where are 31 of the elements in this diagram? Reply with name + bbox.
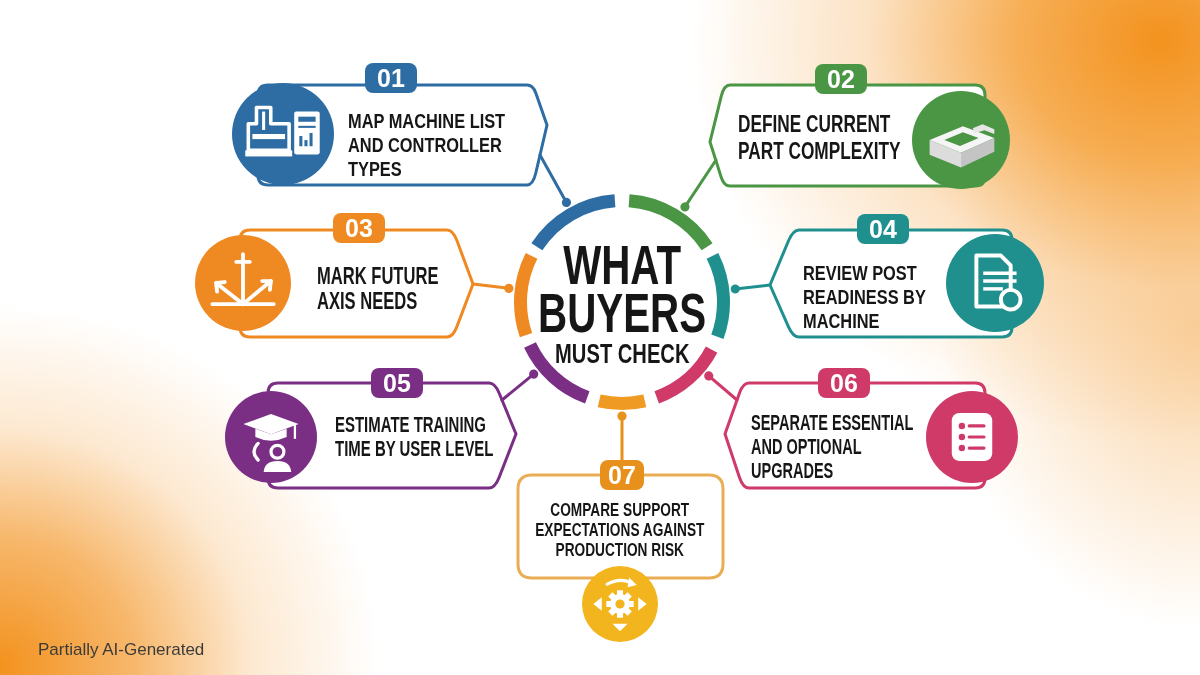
step-text: MARK FUTURE AXIS NEEDS [317,264,440,314]
step-number-badge: 01 [365,63,417,93]
connector-line [471,282,514,293]
step-number-badge: 07 [600,460,644,490]
connector-line [680,158,718,212]
step-text: REVIEW POST READINESS BY MACHINE [803,261,927,333]
step-card [193,211,475,339]
step-number-badge: 03 [333,213,385,243]
step-card [768,212,1046,339]
connector-line [538,153,572,208]
step-text: DEFINE CURRENT PART COMPLEXITY [738,111,902,165]
hub-heading: WHAT BUYERS [536,241,707,337]
step-text: MAP MACHINE LIST AND CONTROLLER TYPES [348,109,507,181]
step-card [230,61,549,187]
step-card [223,366,518,490]
step-text: ESTIMATE TRAINING TIME BY USER LEVEL [335,413,495,461]
step-number-badge: 06 [818,368,870,398]
connector-line [500,369,539,402]
hub-subheading: MUST CHECK [553,339,691,369]
step-card [516,458,725,644]
step-number-badge: 05 [371,368,423,398]
step-text: SEPARATE ESSENTIAL AND OPTIONAL UPGRADES [751,411,915,483]
step-card [723,366,1020,490]
connector-line [704,371,739,402]
connector-line [617,411,627,462]
step-number-badge: 02 [815,64,867,94]
ai-generated-note: Partially AI-Generated [38,640,205,660]
step-text: COMPARE SUPPORT EXPECTATIONS AGAINST PRODUCTION RISK [534,500,706,560]
connector-line [730,283,772,294]
step-number-badge: 04 [857,214,909,244]
step-card [708,62,1012,191]
